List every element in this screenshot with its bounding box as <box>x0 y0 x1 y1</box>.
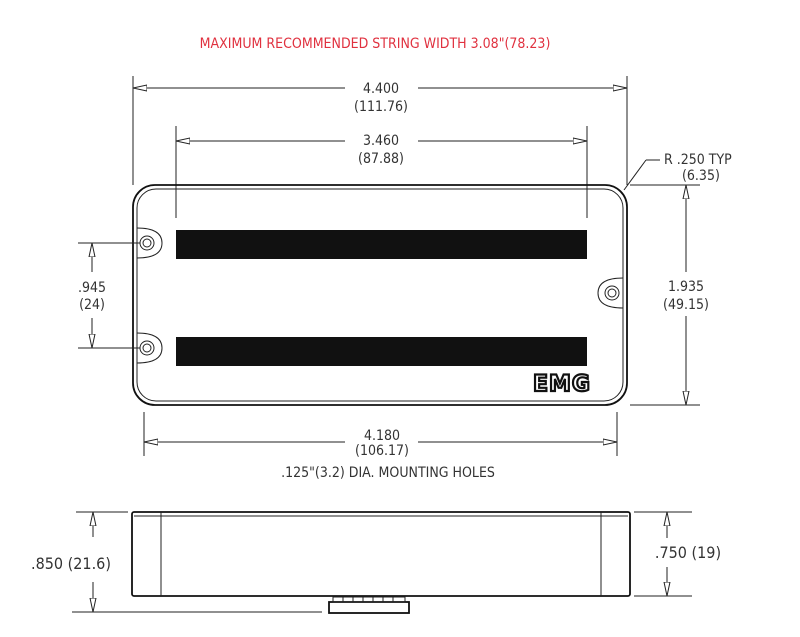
dim-width: 1.935 (49.15) <box>630 184 709 406</box>
dim-text: (111.76) <box>354 99 408 115</box>
mounting-hole-left-top <box>136 227 163 259</box>
dim-text: .850 (21.6) <box>31 554 111 573</box>
dim-text: .945 <box>78 280 106 296</box>
dim-text: .750 (19) <box>655 543 721 562</box>
dim-radius: R .250 TYP (6.35) <box>623 152 732 191</box>
dim-total-height: .850 (21.6) <box>31 511 322 613</box>
dim-text: (24) <box>79 297 105 313</box>
connector <box>328 596 410 614</box>
dim-text: 4.400 <box>363 81 399 97</box>
dim-text: R .250 TYP <box>664 152 732 168</box>
dim-text: (49.15) <box>663 297 709 313</box>
dim-hole-span: 4.180 (106.17) .125"(3.2) DIA. MOUNTING … <box>143 412 618 481</box>
dim-text: (106.17) <box>355 443 409 459</box>
mounting-hole-right <box>597 277 624 309</box>
dim-text: (6.35) <box>682 168 720 184</box>
pickup-top-view: EMG <box>132 184 628 406</box>
pole-bar-top <box>176 230 587 259</box>
dim-text: (87.88) <box>358 151 404 167</box>
dim-overall-length: 4.400 (111.76) <box>132 76 628 185</box>
dim-body-height: .750 (19) <box>634 511 721 597</box>
max-string-width-title: MAXIMUM RECOMMENDED STRING WIDTH 3.08"(7… <box>200 36 551 52</box>
mounting-hole-left-bottom <box>136 332 163 364</box>
dim-text: 1.935 <box>668 279 704 295</box>
dim-text: 3.460 <box>363 133 399 149</box>
dim-text: 4.180 <box>364 428 400 444</box>
pole-bar-bottom <box>176 337 587 366</box>
dim-bar-length: 3.460 (87.88) <box>175 126 588 218</box>
dim-hole-spacing: .945 (24) <box>78 242 140 349</box>
emg-logo: EMG <box>533 372 591 397</box>
mounting-holes-note: .125"(3.2) DIA. MOUNTING HOLES <box>281 465 495 481</box>
pickup-side-view <box>131 511 631 614</box>
